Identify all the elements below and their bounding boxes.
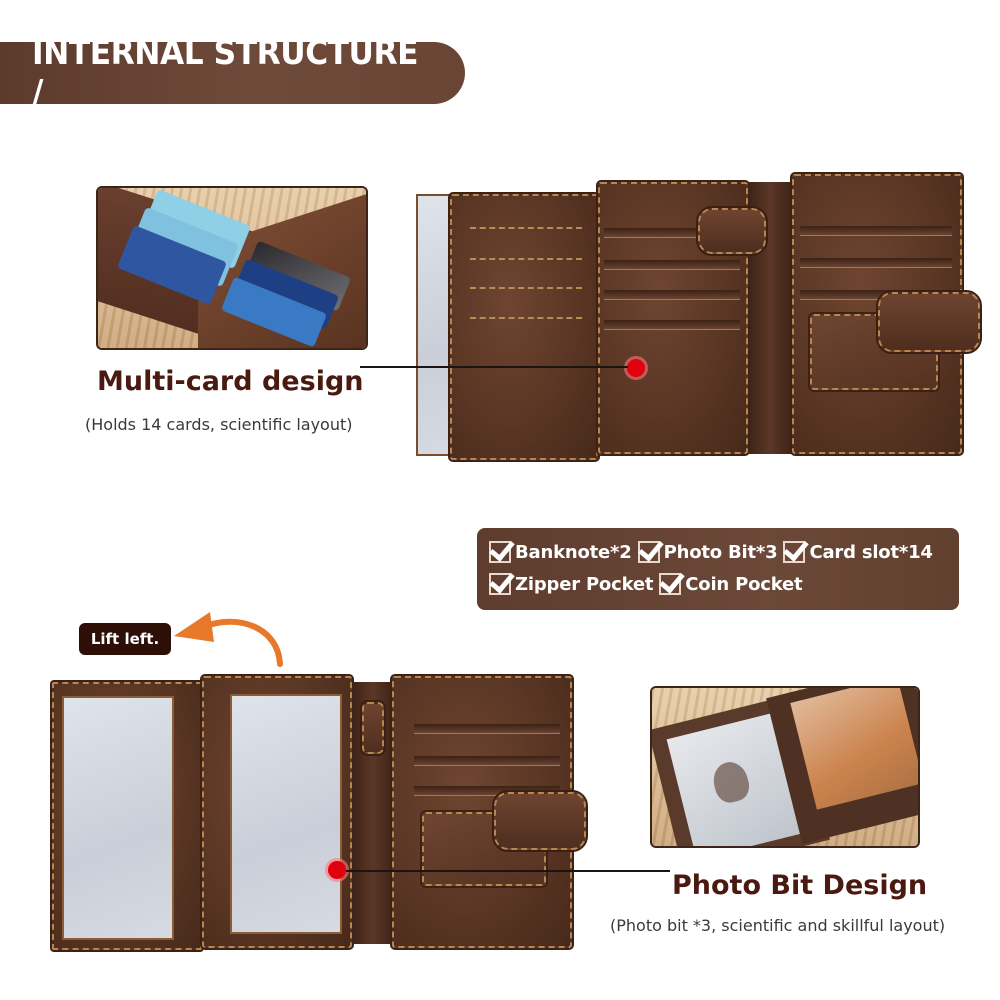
curved-arrow-left-icon bbox=[174, 612, 283, 667]
checklist-label: Banknote*2 bbox=[515, 541, 632, 563]
feature-subtitle-multi-card: (Holds 14 cards, scientific layout) bbox=[85, 415, 353, 434]
checklist-label: Coin Pocket bbox=[685, 573, 803, 595]
checklist-label: Card slot*14 bbox=[809, 541, 933, 563]
snap-tab bbox=[492, 790, 588, 852]
hotspot-marker[interactable] bbox=[627, 359, 645, 377]
checklist-item-coin-pocket: Coin Pocket bbox=[659, 573, 803, 595]
wallet-open-card-slots-photo bbox=[412, 172, 982, 464]
checklist-row: Zipper Pocket Coin Pocket bbox=[489, 568, 947, 600]
checklist-label: Zipper Pocket bbox=[515, 573, 654, 595]
checklist-row: Banknote*2 Photo Bit*3 Card slot*14 bbox=[489, 536, 947, 568]
section-header-banner: INTERNAL STRUCTURE / bbox=[0, 33, 465, 113]
checkbox-checked-icon bbox=[659, 573, 682, 595]
checkbox-checked-icon bbox=[489, 573, 511, 595]
checkbox-checked-icon bbox=[783, 541, 806, 563]
checkbox-checked-icon bbox=[489, 541, 511, 563]
checkbox-checked-icon bbox=[637, 541, 660, 563]
feature-title-multi-card: Multi-card design bbox=[97, 366, 364, 397]
wallet-open-photo-windows-photo bbox=[50, 672, 592, 952]
wallet-cards-closeup-photo bbox=[96, 186, 368, 350]
snap-tab bbox=[360, 700, 386, 756]
hotspot-marker[interactable] bbox=[328, 861, 346, 879]
feature-title-photo-bit: Photo Bit Design bbox=[672, 870, 928, 901]
feature-subtitle-photo-bit: (Photo bit *3, scientific and skillful l… bbox=[610, 916, 946, 935]
lift-left-label: Lift left. bbox=[79, 623, 171, 655]
wallet-photo-windows-closeup-photo bbox=[650, 686, 920, 848]
features-checklist: Banknote*2 Photo Bit*3 Card slot*14 Zipp… bbox=[477, 528, 959, 610]
section-title: INTERNAL STRUCTURE / bbox=[32, 33, 419, 113]
leader-line bbox=[346, 870, 670, 872]
snap-tab bbox=[696, 206, 768, 256]
checklist-item-zipper-pocket: Zipper Pocket bbox=[489, 573, 653, 595]
checklist-item-photo-bit: Photo Bit*3 bbox=[637, 541, 778, 563]
snap-tab bbox=[876, 290, 982, 354]
checklist-item-banknote: Banknote*2 bbox=[489, 541, 632, 563]
checklist-item-card-slot: Card slot*14 bbox=[783, 541, 933, 563]
leader-line bbox=[360, 366, 628, 368]
checklist-label: Photo Bit*3 bbox=[663, 541, 778, 563]
